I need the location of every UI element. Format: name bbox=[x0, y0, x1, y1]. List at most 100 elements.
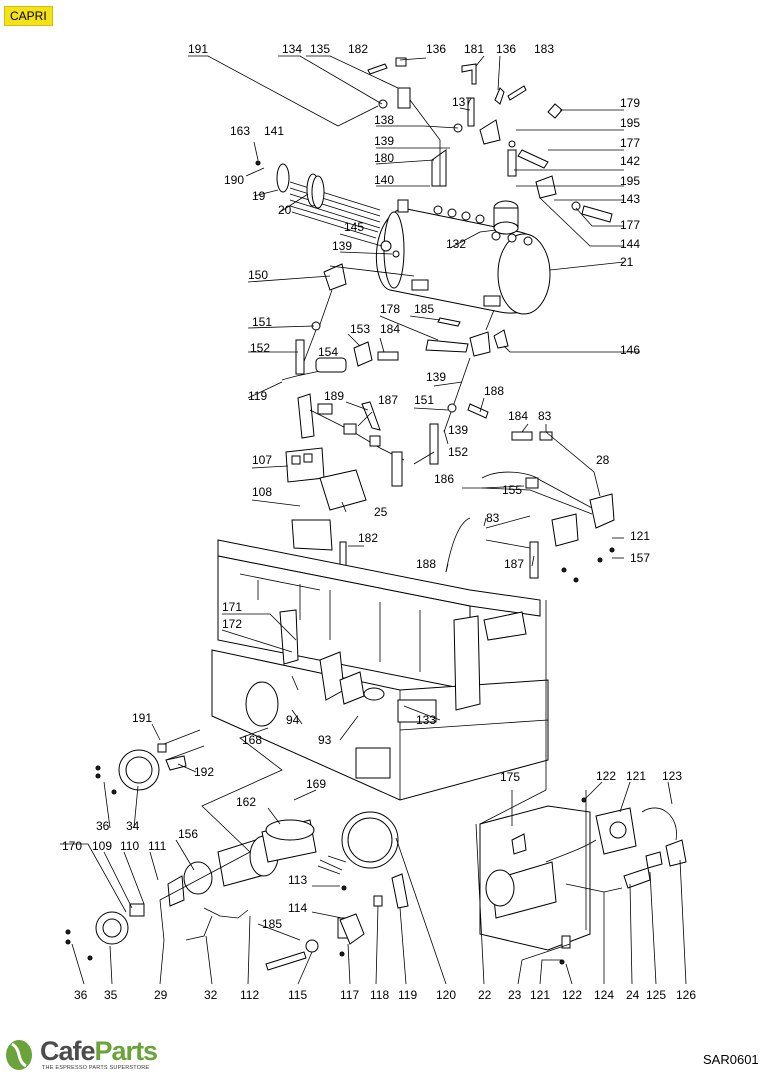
part-label: 187 bbox=[504, 557, 524, 571]
part-label: 186 bbox=[434, 472, 454, 486]
part-label: 113 bbox=[288, 873, 307, 887]
part-label: 19 bbox=[252, 189, 266, 203]
part-label: 185 bbox=[262, 917, 282, 931]
part-label: 123 bbox=[662, 769, 682, 783]
coffee-bean-icon bbox=[6, 1040, 32, 1070]
part-label: 83 bbox=[486, 511, 500, 525]
part-label: 24 bbox=[626, 988, 640, 1002]
part-label: 121 bbox=[630, 529, 650, 543]
part-label: 151 bbox=[414, 393, 434, 407]
part-label: 94 bbox=[286, 713, 300, 727]
part-label: 182 bbox=[358, 531, 378, 545]
part-label: 146 bbox=[620, 343, 640, 357]
part-label: 168 bbox=[242, 733, 262, 747]
part-label: 190 bbox=[224, 173, 244, 187]
part-label: 141 bbox=[264, 124, 284, 138]
part-label: 109 bbox=[92, 839, 112, 853]
part-label: 121 bbox=[626, 769, 646, 783]
part-label: 125 bbox=[646, 988, 666, 1002]
part-label: 108 bbox=[252, 485, 272, 499]
part-label: 192 bbox=[194, 765, 214, 779]
part-label: 36 bbox=[74, 988, 88, 1002]
cafeparts-logo: CafeParts THE ESPRESSO PARTS SUPERSTORE bbox=[2, 1036, 162, 1072]
part-label: 191 bbox=[132, 711, 152, 725]
part-label: 144 bbox=[620, 237, 640, 251]
part-label: 172 bbox=[222, 617, 242, 631]
part-label: 28 bbox=[596, 453, 610, 467]
part-label: 145 bbox=[344, 220, 364, 234]
part-label: 154 bbox=[318, 345, 338, 359]
part-label: 121 bbox=[530, 988, 550, 1002]
part-label: 183 bbox=[534, 42, 554, 56]
part-label: 133 bbox=[416, 713, 436, 727]
part-label: 35 bbox=[104, 988, 118, 1002]
part-label: 20 bbox=[278, 203, 292, 217]
part-label: 153 bbox=[350, 322, 370, 336]
part-label: 134 bbox=[282, 42, 302, 56]
part-label: 119 bbox=[248, 389, 267, 403]
part-label: 177 bbox=[620, 136, 640, 150]
right-water-circuit bbox=[425, 317, 615, 583]
part-label: 188 bbox=[484, 384, 504, 398]
part-label: 177 bbox=[620, 218, 640, 232]
part-label: 139 bbox=[374, 134, 394, 148]
part-label: 23 bbox=[508, 988, 522, 1002]
part-label: 180 bbox=[374, 151, 394, 165]
part-label: 179 bbox=[620, 96, 640, 110]
part-label: 126 bbox=[676, 988, 696, 1002]
part-label: 187 bbox=[378, 393, 398, 407]
part-label: 25 bbox=[374, 505, 388, 519]
part-label: 132 bbox=[446, 237, 466, 251]
part-label: 185 bbox=[414, 302, 434, 316]
part-label: 171 bbox=[222, 600, 242, 614]
part-label: 111 bbox=[148, 839, 167, 853]
part-label: 136 bbox=[496, 42, 516, 56]
part-label: 135 bbox=[310, 42, 330, 56]
chassis-frame bbox=[211, 539, 549, 801]
part-label: 136 bbox=[426, 42, 446, 56]
part-label: 120 bbox=[436, 988, 456, 1002]
part-label: 137 bbox=[452, 95, 472, 109]
part-label: 83 bbox=[538, 409, 552, 423]
part-label: 163 bbox=[230, 124, 250, 138]
part-label: 188 bbox=[416, 557, 436, 571]
gauge-and-motor-assembly bbox=[65, 729, 409, 971]
part-label: 124 bbox=[594, 988, 614, 1002]
part-label: 32 bbox=[204, 988, 218, 1002]
part-label: 142 bbox=[620, 154, 640, 168]
part-label: 107 bbox=[252, 453, 272, 467]
part-label: 151 bbox=[252, 315, 272, 329]
part-label: 115 bbox=[288, 988, 307, 1002]
brand-name: CafeParts bbox=[40, 1036, 158, 1066]
part-label: 155 bbox=[502, 483, 522, 497]
part-label: 139 bbox=[448, 423, 468, 437]
part-label: 122 bbox=[596, 769, 616, 783]
part-label: 178 bbox=[380, 302, 400, 316]
part-label: 143 bbox=[620, 192, 640, 206]
part-label: 152 bbox=[448, 445, 468, 459]
part-label: 170 bbox=[62, 839, 82, 853]
switch-and-relay bbox=[285, 447, 367, 577]
leader-lines bbox=[60, 55, 687, 985]
part-label: 118 bbox=[370, 988, 389, 1002]
part-label: 139 bbox=[426, 370, 446, 384]
part-label: 112 bbox=[240, 988, 259, 1002]
part-label: 184 bbox=[380, 322, 400, 336]
part-label: 162 bbox=[236, 795, 256, 809]
part-label: 139 bbox=[332, 239, 352, 253]
callout-labels: 191 134 135 182 136 181 136 183 137 179 … bbox=[62, 42, 696, 1002]
part-label: 117 bbox=[340, 988, 359, 1002]
part-label: 114 bbox=[288, 901, 307, 915]
brand-tagline: THE ESPRESSO PARTS SUPERSTORE bbox=[42, 1065, 150, 1071]
part-label: 175 bbox=[500, 770, 520, 784]
model-title: CAPRI bbox=[4, 6, 53, 26]
heating-element-illustration bbox=[255, 160, 381, 239]
part-label: 182 bbox=[348, 42, 368, 56]
part-label: 29 bbox=[154, 988, 168, 1002]
part-label: 22 bbox=[478, 988, 492, 1002]
part-label: 21 bbox=[620, 255, 634, 269]
part-label: 156 bbox=[178, 827, 198, 841]
part-label: 140 bbox=[374, 173, 394, 187]
part-label: 195 bbox=[620, 174, 640, 188]
